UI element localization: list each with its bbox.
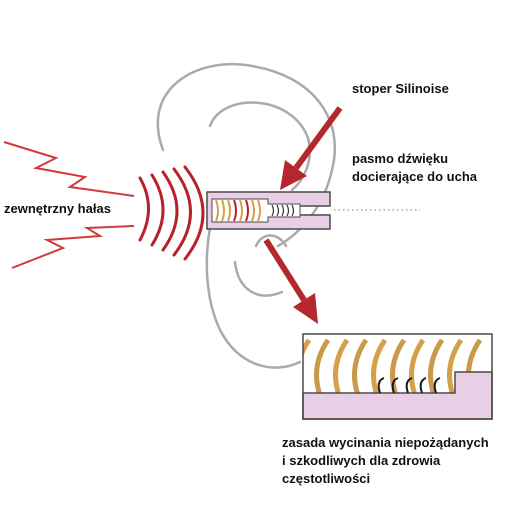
principle-label-line2: i szkodliwych dla zdrowia — [282, 453, 441, 468]
earplug-icon — [206, 191, 331, 230]
principle-label: zasada wycinania niepożądanych i szkodli… — [282, 434, 489, 488]
zoom-detail-box — [302, 333, 493, 420]
external-noise-label: zewnętrzny hałas — [4, 200, 111, 218]
sound-band-label: pasmo dźwięku docierające do ucha — [352, 150, 477, 186]
sound-band-label-line2: docierające do ucha — [352, 169, 477, 184]
noise-zigzag-icon — [3, 141, 135, 269]
sound-band-label-line1: pasmo dźwięku — [352, 151, 449, 166]
earplug-label-text: stoper Silinoise — [352, 81, 449, 96]
principle-label-line3: częstotliwości — [282, 471, 371, 486]
ear-outline-icon — [156, 63, 337, 369]
sound-wave-icon — [138, 165, 205, 261]
principle-label-line1: zasada wycinania niepożądanych — [282, 435, 489, 450]
external-noise-label-text: zewnętrzny hałas — [4, 201, 111, 216]
earplug-label: stoper Silinoise — [352, 80, 449, 98]
arrow-down-icon — [263, 238, 318, 324]
arrow-down-icon — [280, 106, 343, 190]
